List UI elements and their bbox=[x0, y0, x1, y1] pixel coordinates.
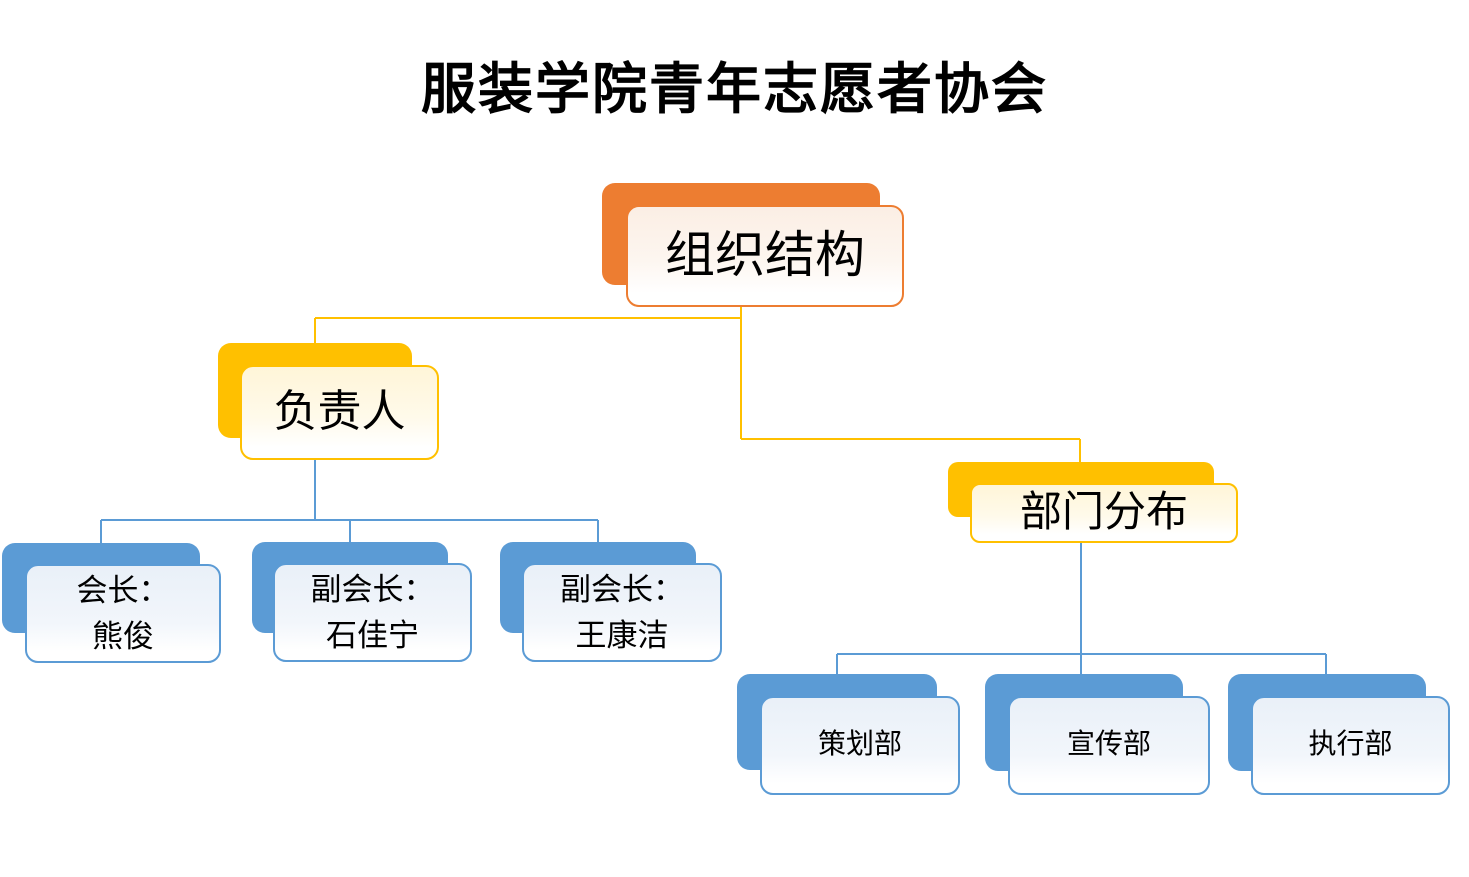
node-departments: 部门分布 bbox=[970, 483, 1238, 543]
node-dept-publicity-label: 宣传部 bbox=[1066, 729, 1151, 761]
node-vice2-name: 王康洁 bbox=[575, 617, 669, 653]
node-vice1-name: 石佳宁 bbox=[326, 617, 419, 653]
connector-root-to-branches bbox=[314, 306, 1081, 463]
connector-departments-to-children bbox=[836, 543, 1327, 676]
node-vice1: 副会长： 石佳宁 bbox=[273, 563, 472, 662]
node-vice2-title: 副会长： bbox=[560, 571, 684, 607]
node-president-title: 会长： bbox=[76, 572, 170, 608]
node-dept-execution: 执行部 bbox=[1251, 696, 1450, 795]
node-president-name: 熊俊 bbox=[92, 618, 154, 654]
node-dept-planning-label: 策划部 bbox=[817, 729, 902, 761]
connector-leader-to-children bbox=[100, 460, 599, 545]
node-president: 会长： 熊俊 bbox=[25, 564, 221, 663]
node-dept-execution-label: 执行部 bbox=[1308, 729, 1393, 761]
node-leader-label: 负责人 bbox=[273, 387, 406, 437]
node-leader: 负责人 bbox=[240, 365, 439, 460]
node-root-label: 组织结构 bbox=[665, 227, 865, 284]
node-dept-publicity: 宣传部 bbox=[1008, 696, 1210, 795]
node-root: 组织结构 bbox=[626, 205, 904, 307]
node-vice1-title: 副会长： bbox=[310, 571, 435, 607]
node-vice2: 副会长： 王康洁 bbox=[522, 563, 722, 662]
page-title: 服装学院青年志愿者协会 bbox=[420, 58, 1048, 120]
node-dept-planning: 策划部 bbox=[760, 696, 960, 795]
node-departments-label: 部门分布 bbox=[1019, 489, 1188, 536]
